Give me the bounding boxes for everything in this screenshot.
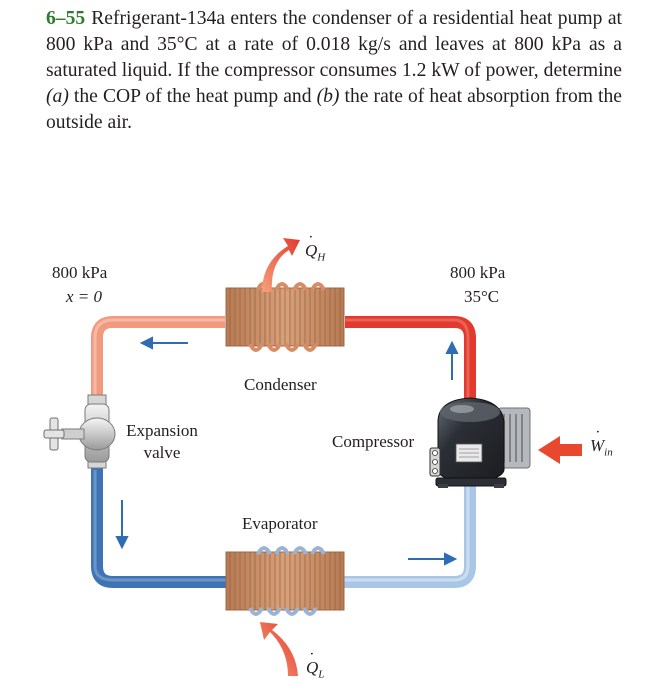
w-dot-accent: ˙ (595, 427, 601, 446)
problem-number: 6–55 (46, 8, 86, 29)
expansion-valve-label-line2: valve (143, 443, 181, 462)
work-input-arrow (538, 436, 582, 464)
compressor-label: Compressor (332, 432, 415, 451)
heat-rejection-arrow (262, 238, 300, 292)
evaporator-coil (225, 546, 345, 616)
problem-text-3: the rate of heat absorption from the out… (46, 86, 622, 133)
part-b-marker: (b) (316, 86, 340, 107)
condenser-coil (225, 282, 345, 352)
expansion-valve (43, 394, 116, 469)
evaporator-label: Evaporator (242, 514, 318, 533)
flow-arrows (115, 336, 459, 566)
heat-absorption-label: ˙QL (306, 649, 325, 681)
state-right-pressure: 800 kPa (450, 263, 506, 282)
w-in-subscript: in (604, 446, 613, 459)
compressor (429, 397, 531, 488)
pipe-evaporator-inlet (91, 462, 228, 588)
q-h-subscript: H (317, 251, 326, 264)
state-left-pressure: 800 kPa (52, 263, 108, 282)
state-right-temperature: 35°C (464, 287, 500, 306)
work-input-label: ˙Win (590, 427, 613, 459)
state-left-quality: x = 0 (66, 287, 103, 306)
w-in-symbol: W (590, 436, 605, 455)
heat-rejection-label: ˙QH (305, 232, 326, 264)
q-dot-accent: ˙ (308, 232, 314, 251)
q-dot-accent: ˙ (309, 649, 315, 668)
q-l-symbol: Q (306, 658, 319, 677)
expansion-valve-label-line1: Expansion (126, 421, 198, 440)
part-a-marker: (a) (46, 86, 69, 107)
condenser-label: Condenser (244, 375, 317, 394)
pipe-condenser-outlet (91, 316, 225, 395)
q-l-subscript: L (318, 668, 325, 681)
problem-text-2: the COP of the heat pump and (68, 86, 317, 107)
heat-absorption-arrow (260, 622, 298, 676)
pipe-evaporator-outlet (344, 478, 476, 588)
problem-text-1: Refrigerant-134a enters the condenser of… (46, 8, 622, 81)
q-h-symbol: Q (305, 241, 318, 260)
